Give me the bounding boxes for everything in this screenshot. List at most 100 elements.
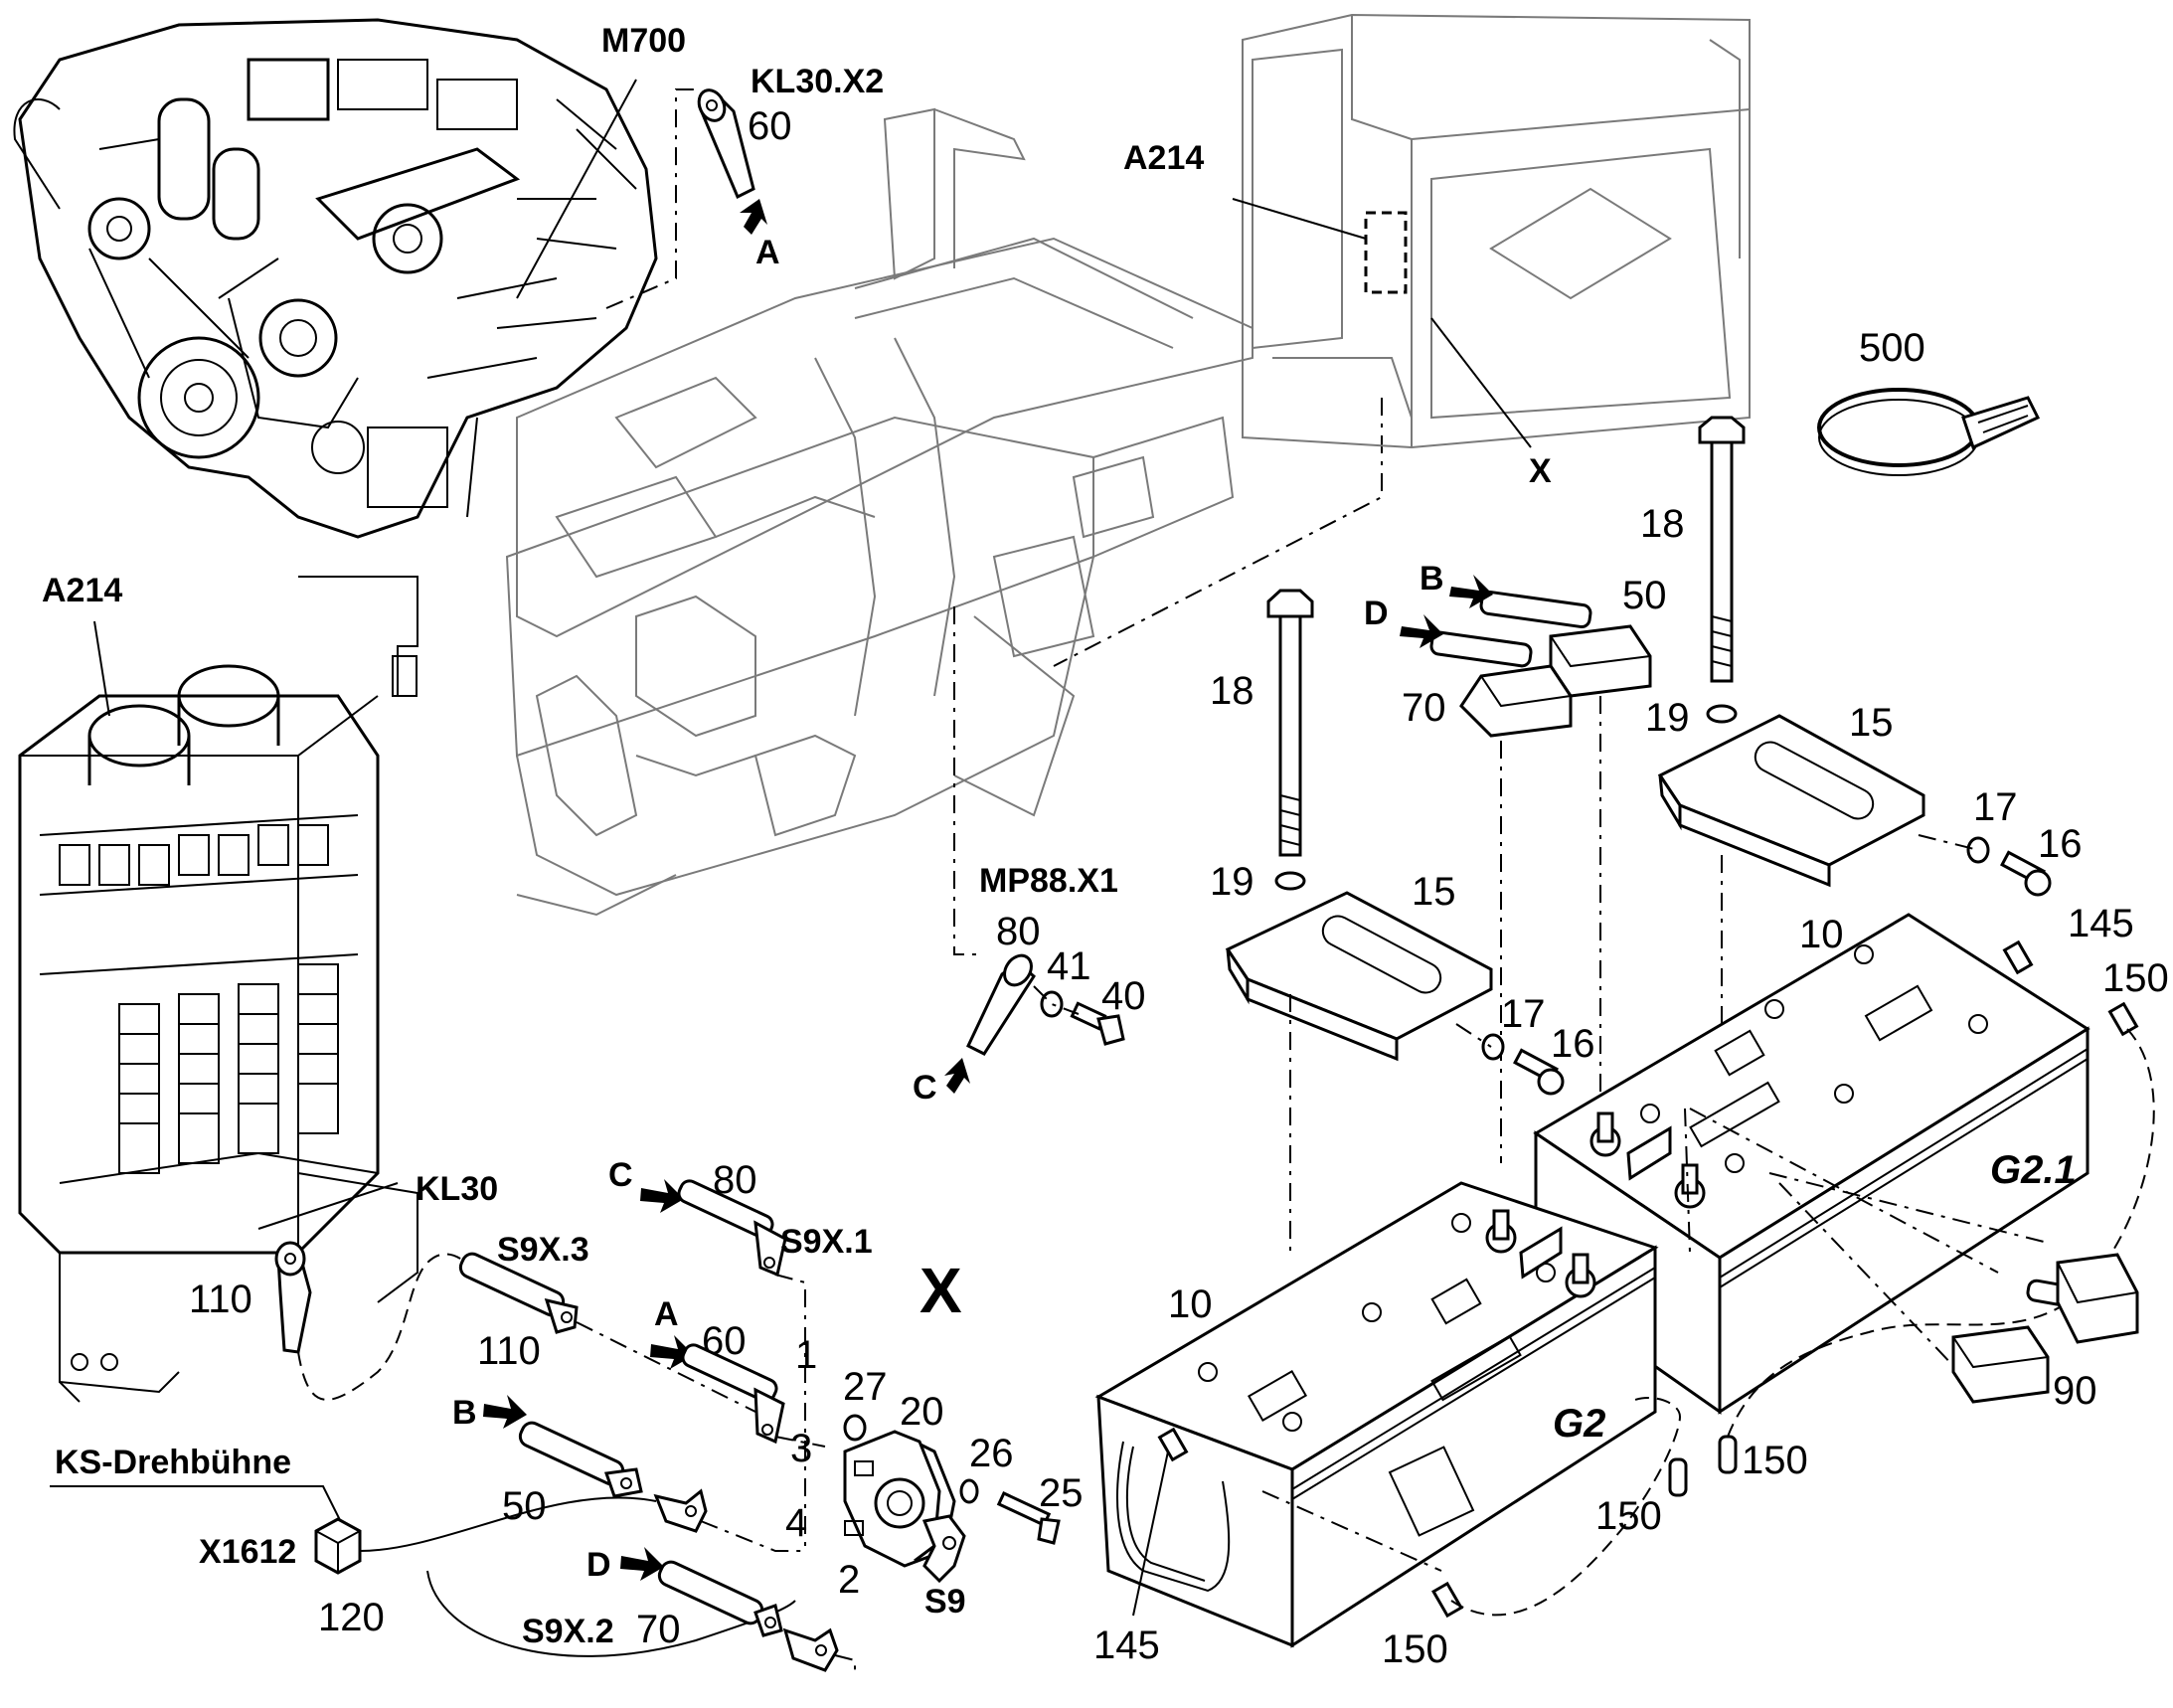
label-19-right: 19 (1645, 696, 1690, 740)
cable-terminal-60-low (681, 1343, 785, 1445)
a214-location-box (1364, 211, 1408, 294)
label-wire-2: 2 (838, 1558, 860, 1602)
leader-17-mid (1455, 1023, 1492, 1048)
label-wire-1: 1 (795, 1333, 817, 1377)
label-s9x3: S9X.3 (497, 1231, 589, 1269)
label-17-mid: 17 (1501, 992, 1546, 1036)
label-150-right: 150 (2102, 956, 2169, 1000)
label-110-left: 110 (189, 1278, 252, 1321)
screw-40 (1070, 1001, 1125, 1046)
connector-x1612 (314, 1517, 362, 1575)
label-x-top: X (1529, 452, 1552, 490)
wire-150-loop (1450, 1397, 1682, 1617)
arrow-c-low-icon (640, 1179, 684, 1213)
label-s9x1: S9X.1 (780, 1223, 873, 1261)
label-x1612: X1612 (199, 1533, 296, 1571)
cable-terminal-110-left (274, 1241, 312, 1354)
bracket-15-mid (1225, 891, 1493, 1062)
leader-40 (1033, 985, 1080, 1015)
washer-17-right (1966, 836, 1990, 864)
arrow-a-top-icon (740, 199, 767, 235)
wire-kl30x2-run (605, 88, 696, 309)
clip-145-right (2002, 939, 2034, 975)
label-150-bottom: 150 (1382, 1627, 1448, 1671)
label-10-right: 10 (1799, 913, 1844, 956)
label-wire-3: 3 (790, 1427, 812, 1470)
label-50-top: 50 (1622, 574, 1667, 617)
label-41: 41 (1047, 944, 1091, 988)
leader-150-bottom (1261, 1490, 1442, 1572)
plug-150-far (1718, 1435, 1738, 1474)
wire-150-far (1727, 1028, 2155, 1438)
washer-26 (959, 1478, 979, 1504)
label-90: 90 (2053, 1369, 2097, 1413)
label-120: 120 (318, 1596, 385, 1639)
arrow-d-top-icon (1400, 614, 1443, 648)
wire-s9x3-run (576, 1321, 756, 1413)
leader-a214-top (1232, 198, 1367, 240)
label-18-right: 18 (1640, 502, 1685, 546)
leader-kl30 (257, 1182, 399, 1230)
label-150-mid: 150 (1595, 1494, 1662, 1538)
nut-27 (843, 1414, 867, 1442)
label-60-top: 60 (748, 104, 792, 148)
label-kl30x2: KL30.X2 (751, 63, 884, 100)
cable-terminal-120 (653, 1488, 708, 1533)
wire-kl30-to-s9x3 (297, 1253, 478, 1401)
label-27: 27 (843, 1365, 888, 1409)
leader-m700 (516, 79, 637, 299)
leader-chassis-x (1053, 398, 1383, 667)
label-150-far: 150 (1742, 1439, 1808, 1482)
washer-17-mid (1481, 1033, 1505, 1061)
label-110-mid: 110 (477, 1329, 541, 1373)
engine-m700 (13, 18, 658, 539)
bolt-18-mid (1266, 589, 1314, 857)
arrow-c-mid-icon (944, 1058, 970, 1094)
label-c-low: C (608, 1156, 633, 1194)
label-c-mid: C (913, 1069, 937, 1107)
screw-25 (996, 1491, 1061, 1545)
cable-70-top (1429, 630, 1573, 738)
label-16-right: 16 (2038, 822, 2083, 866)
plug-150-bottom (1431, 1581, 1463, 1619)
wire-120 (359, 1496, 657, 1552)
label-10-left: 10 (1168, 1282, 1213, 1326)
label-50-low: 50 (502, 1484, 547, 1528)
wire-2 (834, 1654, 856, 1670)
screw-16-mid (1513, 1048, 1565, 1096)
battery-g2 (1094, 1181, 1659, 1648)
screw-16-right (2000, 850, 2052, 897)
leader-145-left (1132, 1451, 1169, 1617)
label-19-mid: 19 (1210, 860, 1254, 904)
label-a214-left: A214 (42, 572, 122, 609)
label-40: 40 (1101, 974, 1146, 1018)
wire-4 (700, 1520, 805, 1552)
label-d-low: D (586, 1546, 611, 1584)
label-70-top: 70 (1402, 686, 1446, 730)
cab-housing (1242, 13, 1751, 449)
label-145-right: 145 (2068, 902, 2134, 945)
wire-3 (774, 1436, 826, 1448)
label-80-mid: 80 (996, 910, 1041, 953)
label-a-top: A (755, 234, 780, 271)
cable-terminal-80-mid (966, 953, 1036, 1056)
label-145-left: 145 (1093, 1623, 1160, 1667)
label-15-right: 15 (1849, 701, 1894, 745)
label-b-top: B (1420, 560, 1444, 598)
label-kl30: KL30 (416, 1170, 498, 1208)
cable-terminal-110-mid (458, 1252, 579, 1334)
cable-terminal-60-top (697, 88, 755, 200)
label-17-right: 17 (1973, 785, 2018, 829)
chassis-frame (505, 107, 1254, 917)
label-15-mid: 15 (1412, 870, 1456, 914)
label-70-low: 70 (636, 1608, 681, 1651)
leader-mp88 (953, 606, 984, 955)
cable-50-top (1479, 590, 1652, 698)
label-s9: S9 (924, 1583, 966, 1621)
label-16-mid: 16 (1551, 1022, 1595, 1066)
label-20: 20 (900, 1390, 944, 1434)
label-25: 25 (1039, 1471, 1084, 1515)
washer-19-right (1706, 704, 1738, 724)
